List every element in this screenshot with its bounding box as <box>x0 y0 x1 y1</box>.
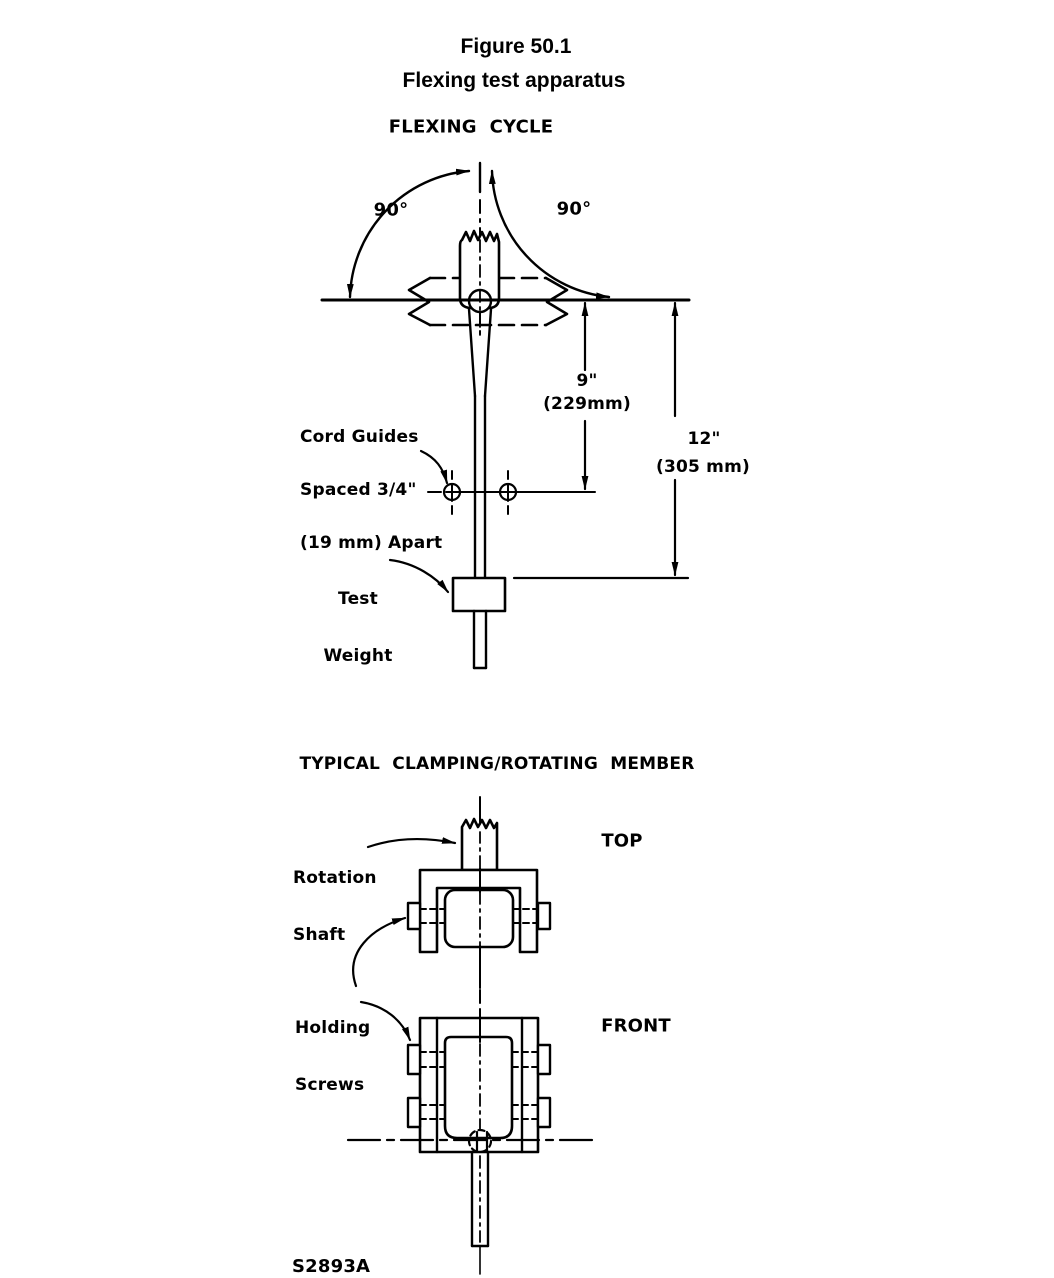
cord-guides-leader-arrow <box>419 449 449 485</box>
top-view-screw-threads <box>419 908 539 924</box>
test-weight-label-line1: Test <box>338 589 378 609</box>
rotation-shaft-label-line1: Rotation <box>293 868 377 888</box>
arc-right <box>488 169 611 300</box>
rotation-shaft-leader-arrow <box>366 837 457 849</box>
dim-9-value: 9" <box>576 371 598 391</box>
front-screw-upper-left <box>406 1043 422 1076</box>
front-view-specimen <box>443 1035 514 1140</box>
front-screw-upper-right <box>536 1043 552 1076</box>
cord-guides-note-line1: Cord Guides <box>300 427 419 448</box>
cord-guide-left <box>442 482 462 502</box>
rotation-shaft-outline <box>460 817 499 872</box>
clamping-member-diagram <box>346 796 597 1275</box>
dim-12-value: 12" <box>687 429 721 449</box>
cord-guides-note-line2: Spaced 3/4" <box>300 479 417 500</box>
front-screw-lower-right <box>536 1096 552 1129</box>
angle-label-right: 90° <box>556 198 592 220</box>
dim-12-metric: (305 mm) <box>656 457 750 477</box>
angle-label-left: 90° <box>373 199 409 221</box>
test-weight-leader-arrow <box>388 558 450 594</box>
clamping-member-heading: TYPICAL CLAMPING/ROTATING MEMBER <box>299 754 695 774</box>
figure-title: Flexing test apparatus <box>402 69 626 92</box>
band-break-right <box>544 276 569 327</box>
test-weight-block <box>451 576 507 613</box>
front-view-label: FRONT <box>601 1015 671 1037</box>
front-pivot-circle <box>467 1128 493 1154</box>
arc-left <box>346 168 471 299</box>
holding-screws-label: Holding Screws <box>295 981 370 1133</box>
top-view-label: TOP <box>601 830 643 852</box>
flexing-cycle-heading: FLEXING CYCLE <box>388 116 554 138</box>
holding-screws-label-line2: Screws <box>295 1075 365 1095</box>
test-weight-label: Test Weight <box>323 552 392 704</box>
drawing-number: S2893A <box>292 1256 371 1277</box>
holding-screws-leader-arrow-down <box>359 1000 412 1042</box>
figure-number: Figure 50.1 <box>460 35 572 58</box>
rotation-shaft-label: Rotation Shaft <box>293 831 377 983</box>
front-screw-lower-left <box>406 1096 422 1129</box>
top-view-screw-left <box>406 901 422 931</box>
rotation-shaft-label-line2: Shaft <box>293 925 346 945</box>
top-view-bracket <box>418 868 539 954</box>
flexing-cycle-diagram <box>320 161 691 670</box>
cord-guide-right <box>498 482 518 502</box>
cord-taper-right <box>483 307 493 398</box>
cord-taper-left <box>467 307 477 398</box>
top-view-screw-right <box>536 901 552 931</box>
cord-guides-note-line3: (19 mm) Apart <box>300 532 443 553</box>
dim-9-metric: (229mm) <box>543 394 631 414</box>
holding-screws-leader-arrow-up <box>352 916 407 988</box>
top-view-specimen <box>443 888 515 949</box>
front-view-screw-threads <box>419 1051 539 1120</box>
test-weight-label-line2: Weight <box>323 646 393 666</box>
band-break-left <box>407 276 432 327</box>
holding-screws-label-line1: Holding <box>295 1018 371 1038</box>
cord-guides-note: Cord Guides Spaced 3/4" (19 mm) Apart <box>300 394 442 588</box>
